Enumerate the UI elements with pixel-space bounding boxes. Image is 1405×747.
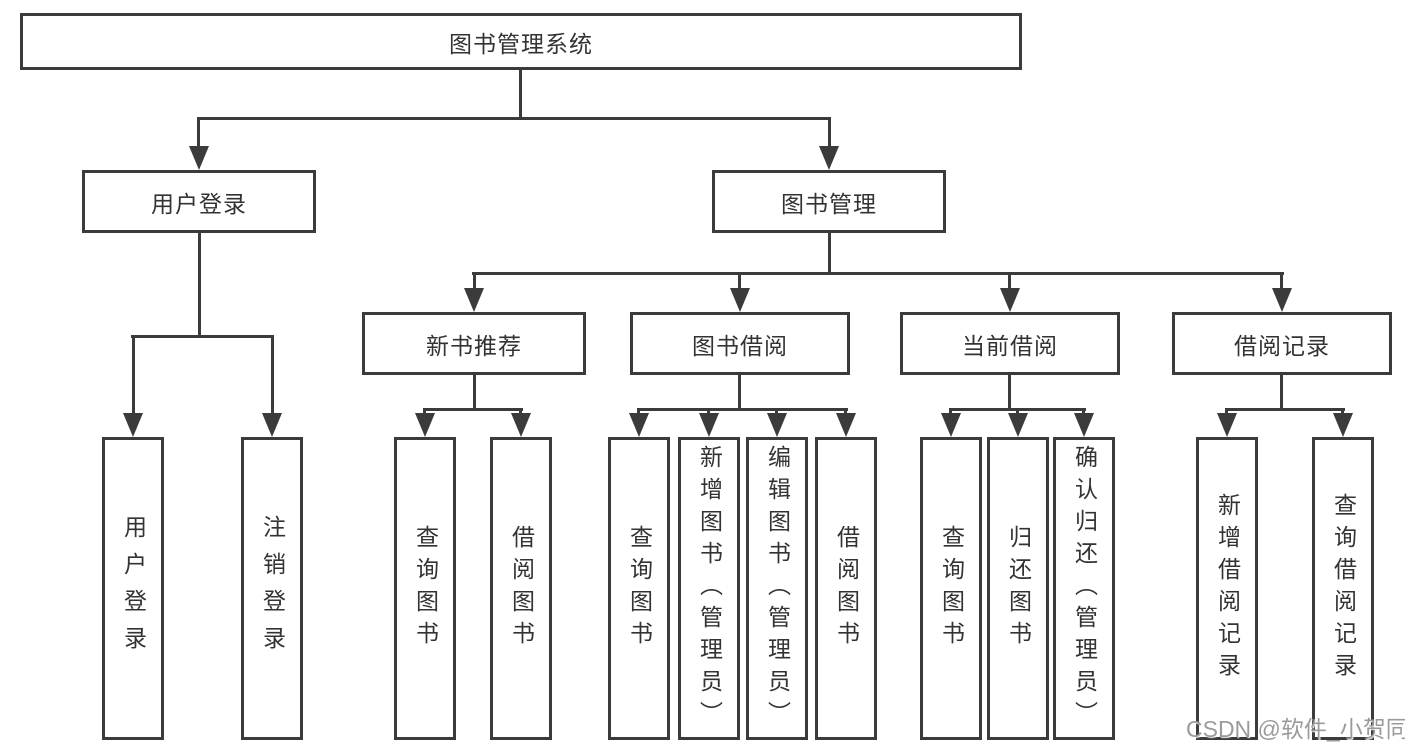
edge-root-stem	[519, 67, 522, 119]
arrow-down-icon	[1074, 413, 1094, 437]
leaf-query-borrow-record: 查询借阅记录	[1312, 437, 1374, 740]
edge-record-stem	[1280, 373, 1283, 410]
node-new-book-recommend: 新书推荐	[362, 312, 586, 375]
node-label: 当前借阅	[962, 332, 1058, 359]
edge-book-management-bar	[472, 272, 1284, 275]
leaf-query-books-current: 查询图书	[920, 437, 982, 740]
leaf-label: 归还图书	[1005, 524, 1032, 653]
leaf-label: 新增借阅记录	[1214, 492, 1241, 685]
leaf-label: 注销登录	[259, 514, 286, 663]
arrow-down-icon	[1217, 413, 1237, 437]
node-book-management: 图书管理	[712, 170, 946, 233]
edge-to-book-management	[828, 117, 831, 149]
node-label: 用户登录	[151, 190, 247, 217]
leaf-add-books-admin: 新增图书（管理员）	[678, 437, 740, 740]
leaf-label: 查询借阅记录	[1330, 492, 1357, 685]
node-label: 图书管理	[781, 190, 877, 217]
node-book-borrow: 图书借阅	[630, 312, 850, 375]
node-label: 借阅记录	[1234, 332, 1330, 359]
edge-to-current-borrow	[1008, 272, 1011, 290]
edge-to-book-borrow	[738, 272, 741, 290]
leaf-label: 借阅图书	[833, 524, 860, 653]
leaf-logout: 注销登录	[241, 437, 303, 740]
leaf-label: 用户登录	[120, 514, 147, 663]
edge-borrow-bar	[637, 408, 848, 411]
arrow-down-icon	[730, 288, 750, 312]
leaf-label: 查询图书	[412, 524, 439, 653]
node-user-login: 用户登录	[82, 170, 316, 233]
leaf-borrow-books: 借阅图书	[815, 437, 877, 740]
edge-to-leaf	[132, 335, 135, 415]
edge-to-user-login	[197, 117, 200, 149]
edge-borrow-stem	[738, 373, 741, 410]
arrow-down-icon	[189, 146, 209, 170]
edge-user-login-bar	[131, 335, 274, 338]
arrow-down-icon	[1272, 288, 1292, 312]
csdn-watermark: CSDN @软件_小贺同学	[1186, 716, 1405, 742]
arrow-down-icon	[415, 413, 435, 437]
leaf-label: 确认归还（管理员）	[1071, 444, 1098, 733]
leaf-label: 查询图书	[626, 524, 653, 653]
arrow-down-icon	[699, 413, 719, 437]
arrow-down-icon	[941, 413, 961, 437]
leaf-query-books-borrow: 查询图书	[608, 437, 670, 740]
leaf-add-borrow-record: 新增借阅记录	[1196, 437, 1258, 740]
arrow-down-icon	[1000, 288, 1020, 312]
arrow-down-icon	[511, 413, 531, 437]
edge-user-login-stem	[198, 232, 201, 338]
edge-book-management-stem	[828, 232, 831, 274]
leaf-label: 新增图书（管理员）	[696, 444, 723, 733]
arrow-down-icon	[767, 413, 787, 437]
leaf-borrow-books-recommend: 借阅图书	[490, 437, 552, 740]
node-borrow-record: 借阅记录	[1172, 312, 1392, 375]
leaf-label: 编辑图书（管理员）	[764, 444, 791, 733]
arrow-down-icon	[262, 413, 282, 437]
node-root-system: 图书管理系统	[20, 13, 1022, 70]
arrow-down-icon	[836, 413, 856, 437]
leaf-label: 借阅图书	[508, 524, 535, 653]
node-current-borrow: 当前借阅	[900, 312, 1120, 375]
edge-to-borrow-record	[1280, 272, 1283, 290]
edge-recommend-stem	[473, 373, 476, 410]
arrow-down-icon	[629, 413, 649, 437]
leaf-query-books-recommend: 查询图书	[394, 437, 456, 740]
node-label: 图书管理系统	[449, 30, 593, 57]
edge-current-stem	[1008, 373, 1011, 410]
edge-to-new-book-recommend	[473, 272, 476, 290]
leaf-return-books: 归还图书	[987, 437, 1049, 740]
edge-to-leaf	[271, 335, 274, 415]
edge-root-bar	[197, 117, 831, 120]
leaf-label: 查询图书	[938, 524, 965, 653]
arrow-down-icon	[123, 413, 143, 437]
arrow-down-icon	[1333, 413, 1353, 437]
node-label: 新书推荐	[426, 332, 522, 359]
leaf-confirm-return-admin: 确认归还（管理员）	[1053, 437, 1115, 740]
leaf-edit-books-admin: 编辑图书（管理员）	[746, 437, 808, 740]
edge-record-bar	[1225, 408, 1345, 411]
leaf-user-login: 用户登录	[102, 437, 164, 740]
arrow-down-icon	[464, 288, 484, 312]
edge-recommend-bar	[423, 408, 523, 411]
arrow-down-icon	[1008, 413, 1028, 437]
arrow-down-icon	[819, 146, 839, 170]
node-label: 图书借阅	[692, 332, 788, 359]
